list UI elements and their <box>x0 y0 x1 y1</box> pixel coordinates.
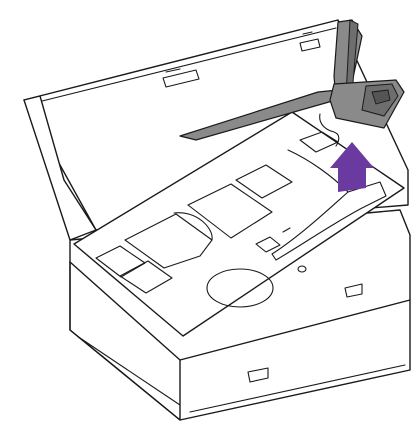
packaging-illustration <box>0 0 413 434</box>
